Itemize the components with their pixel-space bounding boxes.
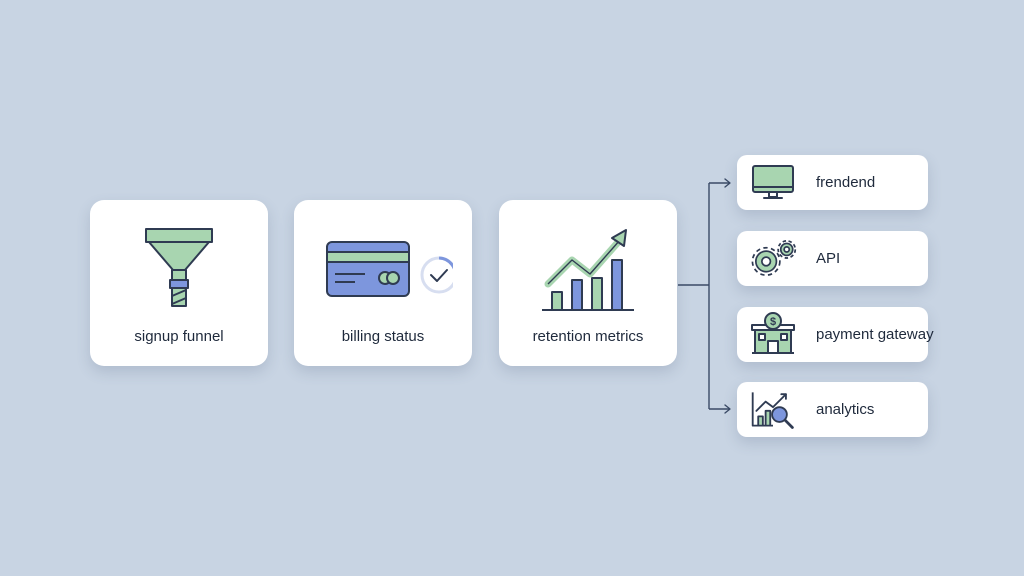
service-label: frendend [816, 174, 876, 191]
stage-label: billing status [341, 328, 425, 345]
service-card-analytics[interactable]: analytics [737, 382, 928, 437]
stage-card-retention-metrics[interactable]: retention metrics [499, 200, 677, 366]
funnel-icon [90, 226, 268, 312]
credit-card-check-icon [294, 226, 472, 312]
service-card-api[interactable]: API [737, 231, 928, 286]
arrowhead-analytics [724, 404, 731, 414]
chart-magnifier-icon [749, 388, 797, 430]
bank-building-icon: $ [749, 312, 797, 355]
service-card-frendend[interactable]: frendend [737, 155, 928, 210]
stage-card-billing-status[interactable]: billing status [294, 200, 472, 366]
growth-chart-icon [499, 226, 677, 312]
gears-icon [749, 237, 797, 279]
stage-label: signup funnel [134, 328, 224, 345]
stage-label: retention metrics [532, 328, 644, 345]
stage-card-signup-funnel[interactable]: signup funnel [90, 200, 268, 366]
svg-text:$: $ [770, 316, 776, 328]
service-label: payment gateway [816, 326, 934, 343]
monitor-icon [749, 161, 797, 203]
service-card-payment-gateway[interactable]: $ payment gateway [737, 307, 934, 362]
arrowhead-frontend [724, 178, 731, 188]
service-label: analytics [816, 401, 875, 418]
service-label: API [816, 250, 841, 267]
